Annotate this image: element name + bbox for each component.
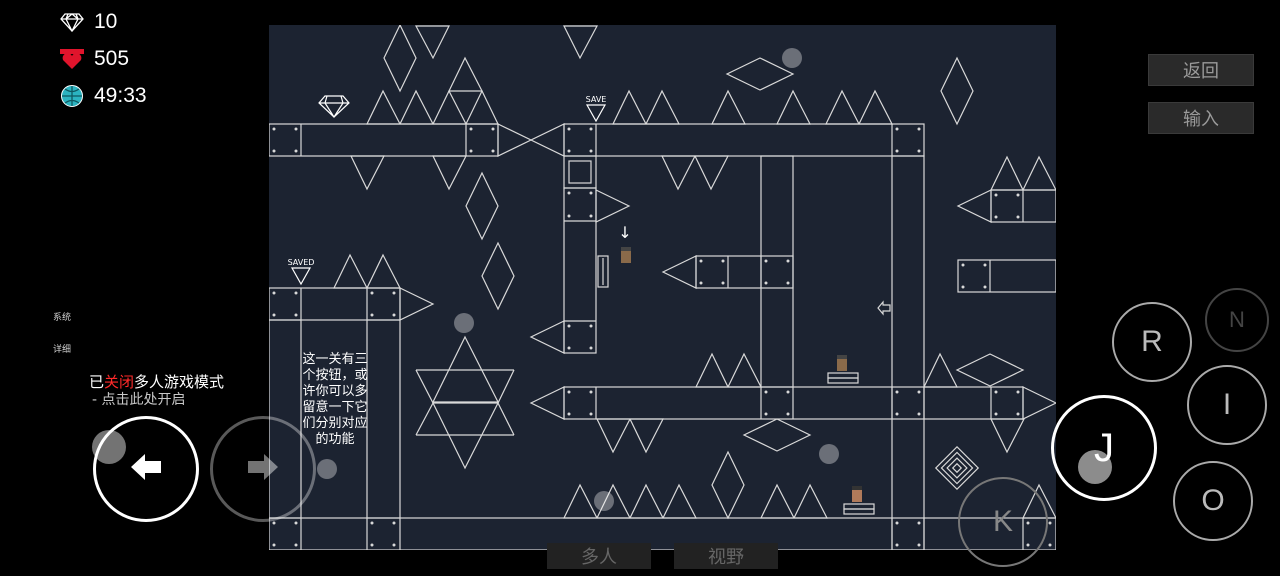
shoot-button[interactable]: K bbox=[958, 477, 1048, 567]
o-button[interactable]: O bbox=[1173, 461, 1253, 541]
death-count: 505 bbox=[94, 47, 130, 70]
timer: 49:33 bbox=[60, 84, 147, 108]
reset-button[interactable]: R bbox=[1112, 302, 1192, 382]
arrow-down-hint: ↓ bbox=[618, 223, 631, 242]
clock-icon bbox=[60, 84, 84, 108]
save-label: SAVE bbox=[586, 95, 607, 104]
back-button[interactable]: 返回 bbox=[1148, 54, 1254, 86]
arrow-left-icon bbox=[129, 452, 163, 487]
detail-label[interactable]: 详细 bbox=[53, 345, 72, 355]
touch-glow bbox=[92, 430, 126, 464]
n-button[interactable]: N bbox=[1205, 288, 1269, 352]
gem-counter: 10 bbox=[60, 10, 117, 34]
system-label[interactable]: 系统 bbox=[53, 313, 72, 323]
diamond-icon bbox=[60, 12, 84, 32]
tab-view[interactable]: 视野 bbox=[674, 543, 778, 569]
level-note: 这一关有三个按钮，或许你可以多留意一下它们分别对应的功能 bbox=[302, 352, 368, 447]
heart-icon bbox=[60, 47, 84, 71]
saved-label: SAVED bbox=[288, 258, 315, 267]
player-sprite bbox=[621, 247, 631, 263]
gem-count: 10 bbox=[94, 10, 118, 33]
multiplayer-status[interactable]: 已关闭多人游戏模式 bbox=[89, 373, 225, 391]
move-right-button[interactable] bbox=[210, 416, 316, 522]
game-viewport: SAVE SAVED ↓ bbox=[269, 25, 1056, 550]
level-map: SAVE SAVED ↓ bbox=[269, 25, 1056, 550]
timer-value: 49:33 bbox=[94, 84, 147, 107]
move-left-button[interactable] bbox=[93, 416, 199, 522]
i-button[interactable]: I bbox=[1187, 365, 1267, 445]
tab-multiplayer[interactable]: 多人 bbox=[547, 543, 651, 569]
arrow-right-icon bbox=[246, 452, 280, 487]
multiplayer-hint[interactable]: - 点击此处开启 bbox=[92, 392, 186, 408]
input-button[interactable]: 输入 bbox=[1148, 102, 1254, 134]
death-counter: 505 bbox=[60, 47, 129, 71]
jump-touch-glow bbox=[1078, 450, 1112, 484]
multiplayer-state: 关闭 bbox=[104, 373, 135, 391]
jump-button[interactable]: J bbox=[1051, 395, 1157, 501]
